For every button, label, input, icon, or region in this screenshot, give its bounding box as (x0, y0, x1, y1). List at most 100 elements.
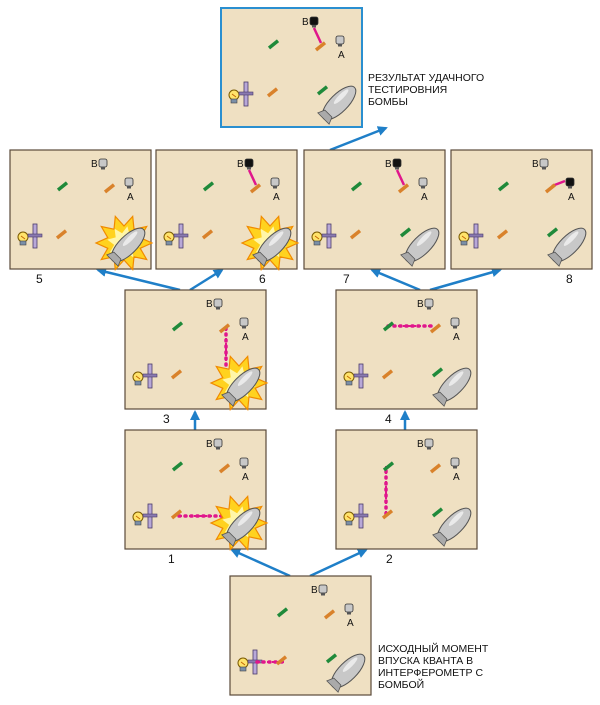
panel-3: BA (124, 289, 269, 412)
mirror-icon (171, 321, 184, 332)
bomb-icon (432, 367, 472, 407)
detector-b-label: B (417, 439, 424, 450)
detector-a-icon (239, 317, 249, 329)
mirror-icon (431, 507, 444, 518)
beam-to-detector-b (312, 27, 323, 44)
beam-splitter-icon (323, 609, 336, 620)
beam-splitter-icon (397, 183, 410, 194)
detector-b-label: B (532, 159, 539, 170)
panel-number-6: 6 (259, 272, 266, 286)
panel-number-1: 1 (168, 552, 175, 566)
detector-a-label: A (242, 472, 249, 483)
detector-a-label: A (568, 192, 575, 203)
detector-a-icon (450, 457, 460, 469)
panel-6: BA (155, 149, 300, 272)
detector-b-label: B (417, 299, 424, 310)
beam-splitter-icon (266, 87, 279, 98)
beam-splitter-icon (429, 323, 442, 334)
detector-b-label: B (206, 439, 213, 450)
lamp-icon (343, 511, 355, 526)
detector-b-label: B (385, 159, 392, 170)
panel-number-3: 3 (163, 412, 170, 426)
bomb-icon (432, 507, 472, 547)
panel-number-8: 8 (566, 272, 573, 286)
bomb-icon (221, 507, 261, 547)
detector-b-icon (424, 438, 434, 450)
beam-splitter-icon (381, 509, 394, 520)
beam-splitter-icon (496, 229, 509, 240)
beam-splitter-icon (249, 183, 262, 194)
detector-a-label: A (127, 192, 134, 203)
lamp-icon (237, 657, 249, 672)
panel-2: BA (335, 429, 478, 550)
mirror-icon (171, 461, 184, 472)
mirror-icon (546, 227, 559, 238)
beam-splitter-icon (103, 183, 116, 194)
detector-b-label: B (302, 17, 309, 28)
detector-a-icon (344, 603, 354, 615)
mirror-icon (350, 181, 363, 192)
lamp-icon (163, 231, 175, 246)
detector-b-icon (98, 158, 108, 170)
shutter-icon (468, 223, 484, 249)
bomb-icon (221, 367, 261, 407)
mirror-icon (56, 181, 69, 192)
beam-splitter-icon (201, 229, 214, 240)
lamp-icon (132, 511, 144, 526)
mirror-icon (431, 367, 444, 378)
mirror-icon (276, 607, 289, 618)
transition-arrows (96, 126, 502, 578)
panel-7: BA (303, 149, 446, 270)
panel-number-5: 5 (36, 272, 43, 286)
mirror-icon (382, 321, 395, 332)
detector-a-label: A (421, 192, 428, 203)
mirror-icon (399, 227, 412, 238)
detector-a-label: A (347, 618, 354, 629)
detector-a-icon (565, 177, 575, 189)
transition-arrow (329, 126, 388, 152)
bomb-icon (400, 227, 440, 267)
panel-number-4: 4 (385, 412, 392, 426)
beam-splitter-icon (55, 229, 68, 240)
detector-b-icon (213, 438, 223, 450)
detector-a-icon (335, 35, 345, 47)
beam-splitter-icon (170, 369, 183, 380)
detector-a-label: A (273, 192, 280, 203)
shutter-icon (353, 363, 369, 389)
beam-splitter-icon (544, 183, 557, 194)
beam-splitter-icon (218, 463, 231, 474)
bomb-icon (547, 227, 587, 267)
beam-splitter-icon (381, 369, 394, 380)
detector-b-label: B (206, 299, 213, 310)
detector-b-label: B (237, 159, 244, 170)
bomb-icon (317, 85, 357, 125)
initial-caption: ИСХОДНЫЙ МОМЕНТ ВПУСКА КВАНТА В ИНТЕРФЕР… (378, 643, 489, 691)
panel-result: BA (220, 7, 363, 128)
detector-b-icon (213, 298, 223, 310)
detector-a-label: A (453, 332, 460, 343)
mirror-icon (497, 181, 510, 192)
panel-4: BA (335, 289, 478, 410)
detector-b-icon (539, 158, 549, 170)
lamp-icon (228, 89, 240, 104)
bomb-icon (326, 653, 366, 693)
beam-splitter-icon (349, 229, 362, 240)
shutter-icon (353, 503, 369, 529)
beam-to-detector-b (395, 169, 406, 186)
bomb-icon (252, 227, 292, 267)
shutter-icon (27, 223, 43, 249)
beam-splitter-icon (429, 463, 442, 474)
bomb-icon (106, 227, 146, 267)
panel-initial: BA (229, 575, 372, 696)
detector-a-label: A (453, 472, 460, 483)
detector-b-icon (424, 298, 434, 310)
panel-number-2: 2 (386, 552, 393, 566)
detector-b-icon (392, 158, 402, 170)
shutter-icon (173, 223, 189, 249)
detector-a-icon (239, 457, 249, 469)
transition-arrow (370, 268, 421, 292)
detector-a-label: A (338, 50, 345, 61)
shutter-icon (321, 223, 337, 249)
